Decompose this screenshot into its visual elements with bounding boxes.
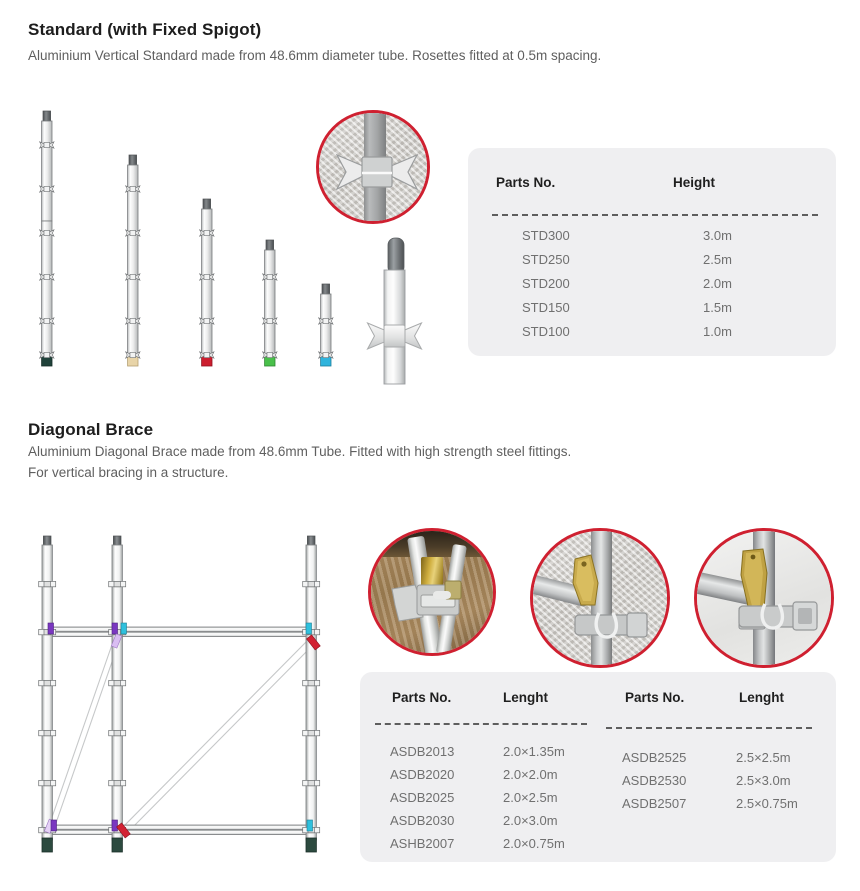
standard-pole-3 [199, 198, 215, 367]
standard-table-separator [492, 214, 818, 216]
brace-fitting-detail-photo [694, 528, 834, 668]
diagonal-brace-members [49, 635, 315, 834]
brace-left-table-col-part: Parts No. [392, 690, 452, 705]
standards-illustration [39, 110, 334, 367]
table-row: 1.5m [703, 300, 732, 315]
frame-standard-left [38, 535, 57, 853]
brace-right-table-col-length: Lenght [739, 690, 784, 705]
standard-pole-1 [39, 110, 55, 367]
standard-pole-2 [125, 154, 141, 367]
standard-section-description: Aluminium Vertical Standard made from 48… [28, 48, 602, 63]
diagonal-brace-section-description-2: For vertical bracing in a structure. [28, 465, 229, 480]
diagonal-brace-spec-panel: Parts No. Lenght ASDB2013 2.0×1.35m ASDB… [360, 672, 836, 862]
frame-standard-right [302, 535, 321, 853]
table-row: ASDB2507 [622, 796, 687, 811]
diagonal-brace-frame-illustration [38, 535, 321, 853]
brace-left-table-separator [375, 723, 587, 725]
table-row: ASDB2030 [390, 813, 455, 828]
table-row: 1.0m [703, 324, 732, 339]
table-row: 2.5×0.75m [736, 796, 798, 811]
table-row: 2.0×2.0m [503, 767, 558, 782]
table-row: 2.0×2.5m [503, 790, 558, 805]
table-row: 2.5×3.0m [736, 773, 791, 788]
standard-section-title: Standard (with Fixed Spigot) [28, 20, 262, 39]
wedge-connectors [44, 622, 321, 839]
table-row: STD100 [522, 324, 570, 339]
ledger-top [47, 626, 317, 637]
standard-table-col-part: Parts No. [496, 175, 556, 190]
table-row: ASDB2025 [390, 790, 455, 805]
diagonal-brace-section-description: Aluminium Diagonal Brace made from 48.6m… [28, 444, 572, 459]
standard-pole-4 [262, 239, 278, 367]
table-row: 2.0×3.0m [503, 813, 558, 828]
brace-right-table-col-part: Parts No. [625, 690, 685, 705]
table-row: ASHB2007 [390, 836, 455, 851]
table-row: STD250 [522, 252, 570, 267]
standard-spec-panel: Parts No. Height STD300 3.0m STD250 2.5m… [468, 148, 836, 356]
brace-fitting-ground-photo [368, 528, 496, 656]
ledger-bottom [47, 824, 317, 835]
table-row: ASDB2530 [622, 773, 687, 788]
table-row: ASDB2020 [390, 767, 455, 782]
table-row: 2.5×2.5m [736, 750, 791, 765]
table-row: STD150 [522, 300, 570, 315]
brace-fitting-wall-photo [530, 528, 670, 668]
table-row: 2.5m [703, 252, 732, 267]
table-row: 2.0×0.75m [503, 836, 565, 851]
table-row: 2.0×1.35m [503, 744, 565, 759]
table-row: STD300 [522, 228, 570, 243]
frame-standard-middle [108, 535, 127, 853]
table-row: 3.0m [703, 228, 732, 243]
table-row: 2.0m [703, 276, 732, 291]
table-row: ASDB2525 [622, 750, 687, 765]
brace-left-table-col-length: Lenght [503, 690, 548, 705]
standard-table-col-height: Height [673, 175, 715, 190]
table-row: ASDB2013 [390, 744, 455, 759]
diagonal-brace-section-title: Diagonal Brace [28, 420, 154, 439]
standard-pole-5 [318, 283, 334, 367]
table-row: STD200 [522, 276, 570, 291]
rosette-closeup-photo [316, 110, 430, 224]
brace-right-table-separator [606, 727, 812, 729]
spigot-tube-render [366, 237, 423, 385]
